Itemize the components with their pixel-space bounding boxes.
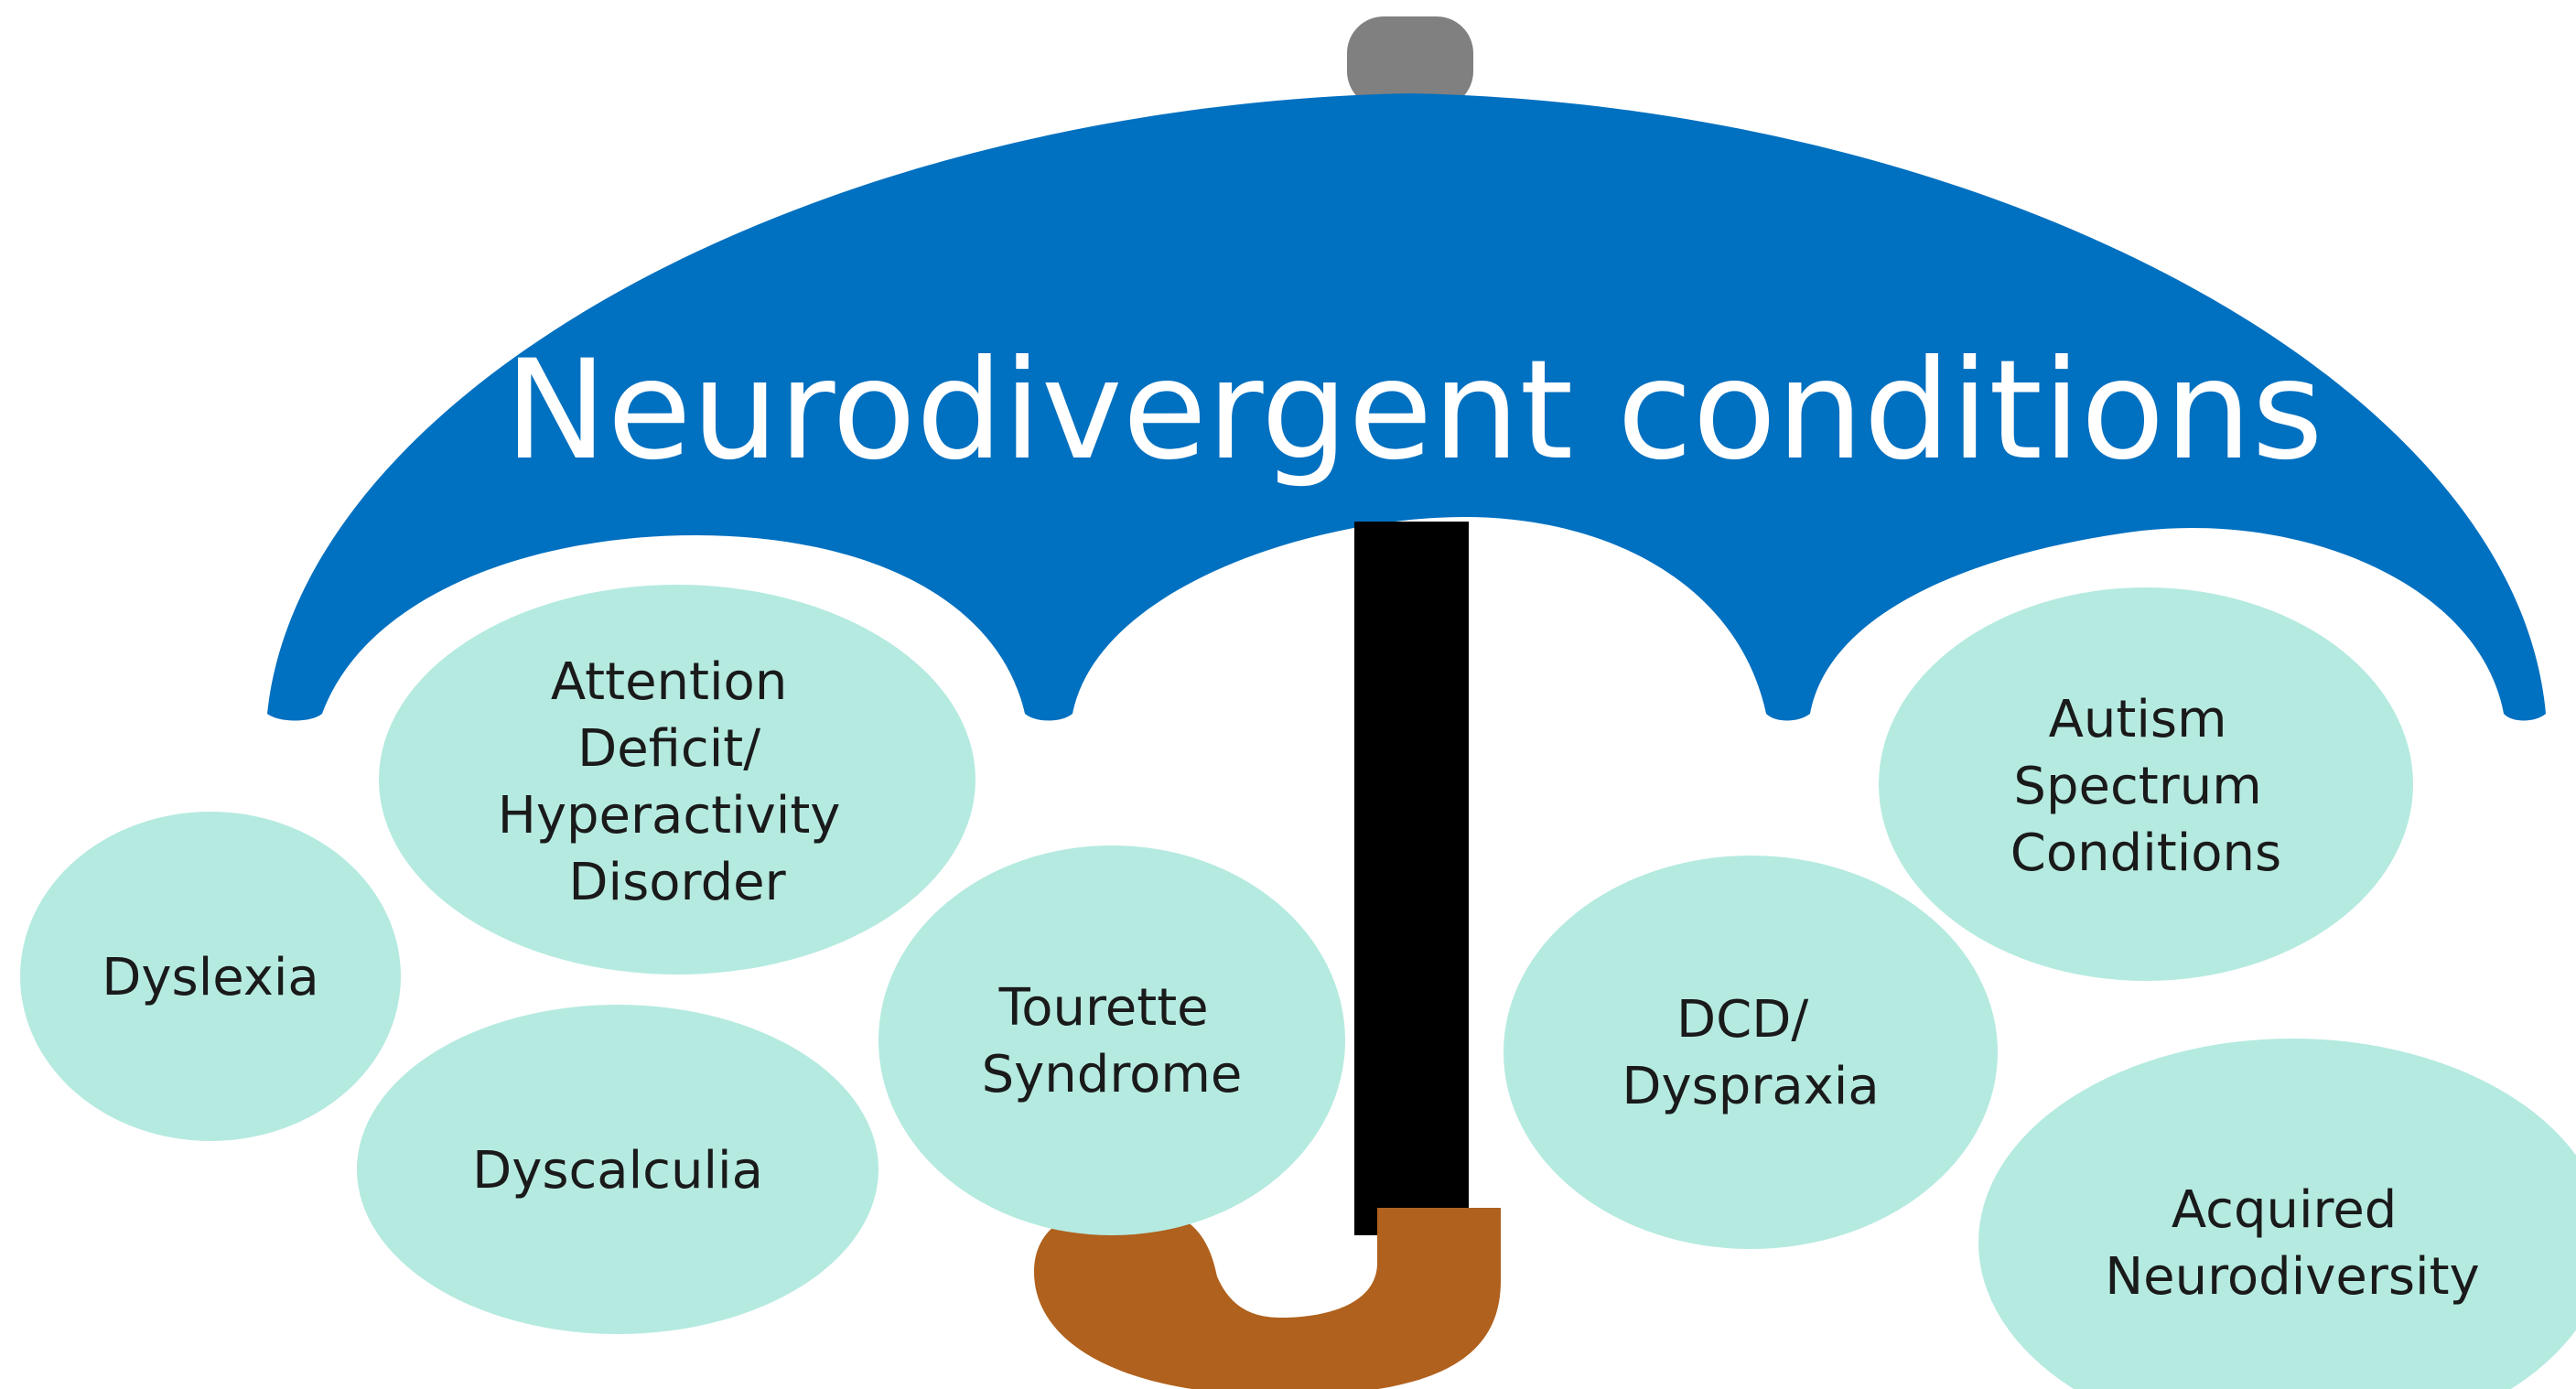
condition-label: Dyslexia: [102, 948, 318, 1007]
condition-label-line: Autism: [2049, 690, 2227, 749]
condition-label-line: Dyscalculia: [472, 1141, 763, 1201]
condition-tourette: Tourette Syndrome: [878, 845, 1345, 1235]
condition-dyslexia: Dyslexia: [20, 812, 401, 1141]
condition-bubble: [878, 845, 1345, 1235]
condition-label-line: Spectrum: [2013, 757, 2261, 816]
condition-dyscalculia: Dyscalculia: [357, 1005, 878, 1334]
condition-label-line: Neurodiversity: [2105, 1247, 2479, 1307]
condition-label-line: Hyperactivity: [498, 786, 841, 845]
diagram-title: Neurodivergent conditions: [504, 331, 2323, 490]
condition-autism: Autism Spectrum Conditions: [1879, 587, 2413, 981]
condition-bubble: [379, 585, 975, 974]
condition-acquired-neurodiversity: Acquired Neurodiversity: [1978, 1039, 2576, 1389]
condition-label-line: DCD/: [1676, 990, 1808, 1050]
condition-label-line: Disorder: [568, 853, 786, 912]
condition-dcd-dyspraxia: DCD/ Dyspraxia: [1504, 856, 1998, 1249]
condition-label-line: Deficit/: [577, 719, 760, 779]
condition-label-line: Syndrome: [982, 1045, 1243, 1104]
condition-label-line: Dyslexia: [102, 948, 318, 1007]
condition-label-line: Attention: [551, 652, 787, 712]
umbrella-shaft: [1354, 522, 1469, 1235]
condition-label-line: Conditions: [2010, 824, 2281, 883]
condition-label-line: Dyspraxia: [1622, 1057, 1879, 1116]
condition-adhd: Attention Deficit/ Hyperactivity Disorde…: [379, 585, 975, 974]
condition-label-line: Tourette: [998, 978, 1209, 1038]
condition-label: Dyscalculia: [472, 1141, 763, 1201]
condition-label: Autism Spectrum Conditions: [2010, 690, 2281, 883]
condition-bubble: [1504, 856, 1998, 1249]
condition-label-line: Acquired: [2172, 1180, 2398, 1240]
